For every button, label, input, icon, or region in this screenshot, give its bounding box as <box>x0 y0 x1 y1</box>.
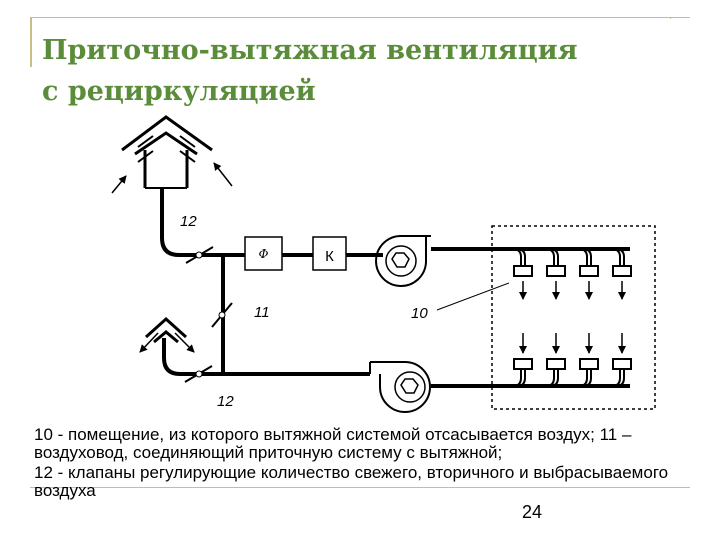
supply-diffuser <box>579 265 599 277</box>
valve-12-top-pivot <box>195 251 203 259</box>
exhaust-grille <box>546 358 566 370</box>
exhaust-grille <box>579 358 599 370</box>
exhaust-arrow-right <box>174 332 195 353</box>
exhaust-grille <box>513 358 533 370</box>
heater-box <box>312 236 347 271</box>
supply-fan <box>375 235 431 287</box>
intake-arrow-right <box>213 162 233 187</box>
title-line-2: с рециркуляцией <box>42 76 316 107</box>
callout-10: 10 <box>411 305 428 322</box>
heater-label: К <box>325 248 334 265</box>
title-line-1: Приточно-вытяжная вентиляция <box>42 35 578 66</box>
callout-12-top: 12 <box>180 213 197 230</box>
filter-box <box>244 236 283 271</box>
callout-12-bottom: 12 <box>217 393 234 410</box>
caption-line-1: 10 - помещение, из которого вытяжной сис… <box>34 425 632 462</box>
supply-diffuser <box>612 265 632 277</box>
slide-frame-bottom <box>30 487 690 488</box>
valve-12-bottom-pivot <box>195 370 203 378</box>
caption-line-2: 12 - клапаны регулирующие количество све… <box>34 463 669 500</box>
slide-frame-top-tick <box>670 17 671 19</box>
supply-diffuser <box>513 265 533 277</box>
room-boundary <box>491 225 656 410</box>
exhaust-fan <box>369 361 431 413</box>
exhaust-grille <box>612 358 632 370</box>
valve-11-pivot <box>218 311 226 319</box>
callout-leader-10 <box>436 282 510 311</box>
slide-frame-top <box>30 17 690 18</box>
supply-diffuser <box>546 265 566 277</box>
intake-arrow-left <box>111 175 127 194</box>
exhaust-arrow-left <box>139 332 159 353</box>
callout-11: 11 <box>254 304 270 321</box>
filter-label: Ф <box>259 247 269 261</box>
exhaust-branches <box>512 369 625 387</box>
supply-branches <box>512 248 625 266</box>
slide-frame-left <box>30 17 32 67</box>
supply-duct <box>160 188 245 257</box>
intake-hood <box>121 115 213 189</box>
page-number: 24 <box>522 502 543 522</box>
exhaust-duct-riser <box>162 338 181 376</box>
slide-title: Приточно-вытяжная вентиляция с рециркуля… <box>42 30 578 112</box>
caption: 10 - помещение, из которого вытяжной сис… <box>34 426 674 502</box>
exhaust-hood <box>144 316 188 344</box>
